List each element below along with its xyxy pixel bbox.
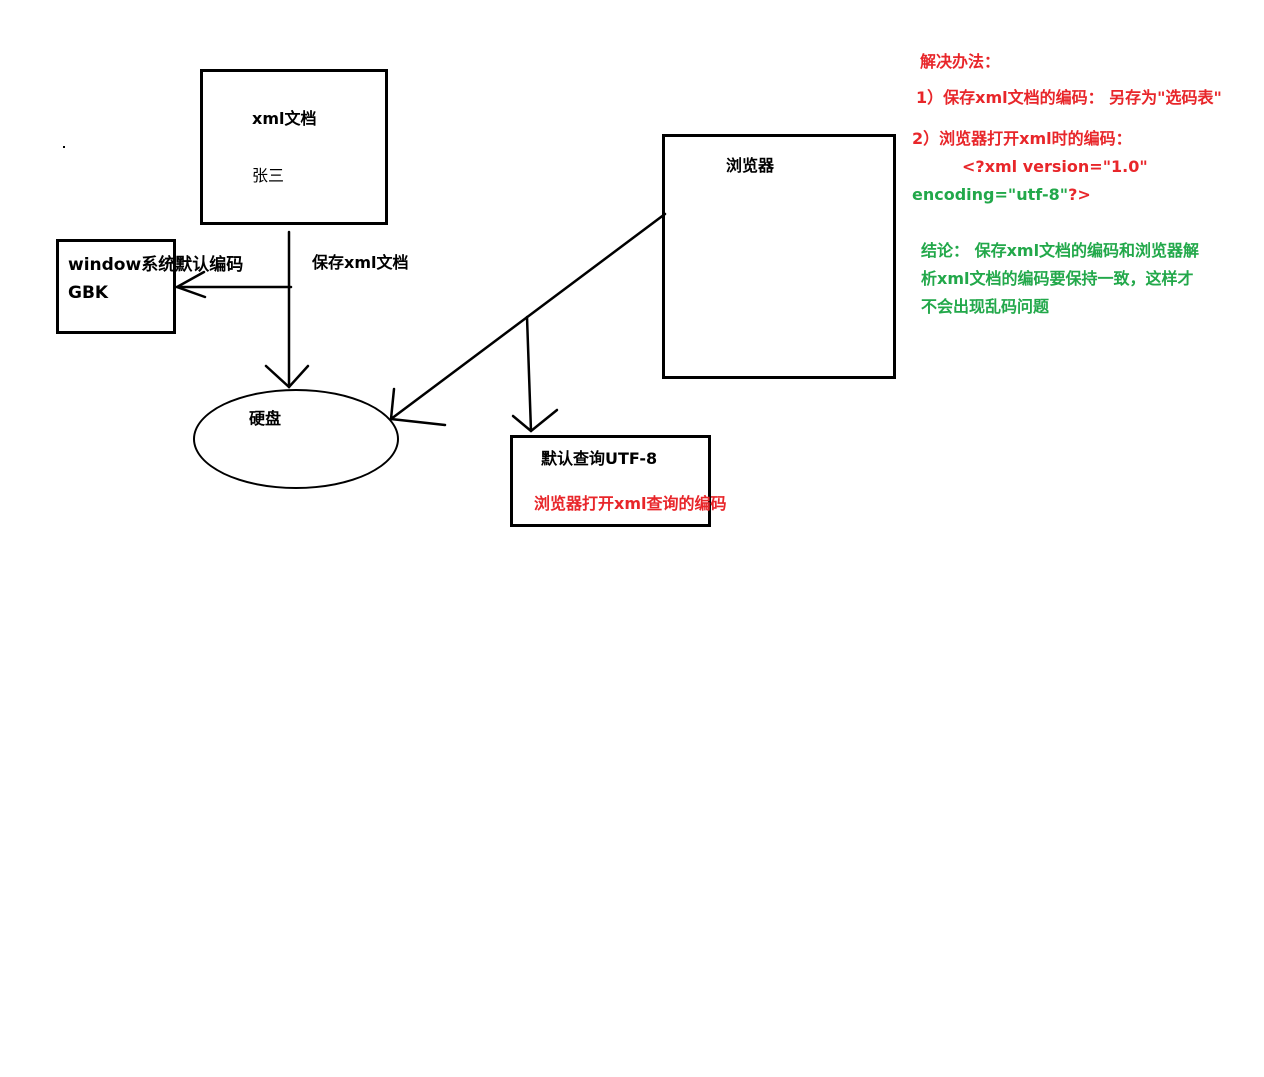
query-arrow-line [525,315,533,433]
default-query-note: 浏览器打开xml查询的编码 [534,494,727,513]
solution-item-2-code-b-red: ?> [1068,185,1091,204]
browser-box [662,134,896,379]
browser-disk-arrowhead [389,387,447,427]
solution-item-1: 1）保存xml文档的编码： 另存为"选码表" [916,88,1222,107]
default-query-box [510,435,711,527]
save-label: 保存xml文档 [312,253,409,272]
windows-encoding-line1: window系统默认编码 [68,255,244,275]
xml-document-box [200,69,388,225]
windows-arrowhead [173,270,207,299]
solution-item-2-code-b-green: encoding="utf-8" [912,185,1069,204]
disk-ellipse [193,389,399,489]
xml-document-content: 张三 [252,166,285,185]
stray-dot [63,146,65,148]
solution-item-2-code-a: <?xml version="1.0" [962,157,1148,176]
default-query-title: 默认查询UTF-8 [541,449,658,468]
disk-label: 硬盘 [249,409,282,428]
conclusion-line-2: 析xml文档的编码要保持一致，这样才 [921,269,1194,288]
solution-item-2: 2）浏览器打开xml时的编码： [912,129,1132,148]
browser-label: 浏览器 [726,156,775,175]
save-arrowhead [264,364,310,389]
xml-document-title: xml文档 [252,109,317,128]
solution-heading: 解决办法： [920,52,1001,71]
solution-item-2-code-b: encoding="utf-8"?> [912,185,1091,205]
conclusion-line-3: 不会出现乱码问题 [921,297,1050,316]
query-arrowhead [511,408,559,433]
windows-encoding-line2: GBK [68,283,109,303]
conclusion-line-1: 结论： 保存xml文档的编码和浏览器解 [921,241,1200,260]
windows-encoding-box [56,239,176,334]
